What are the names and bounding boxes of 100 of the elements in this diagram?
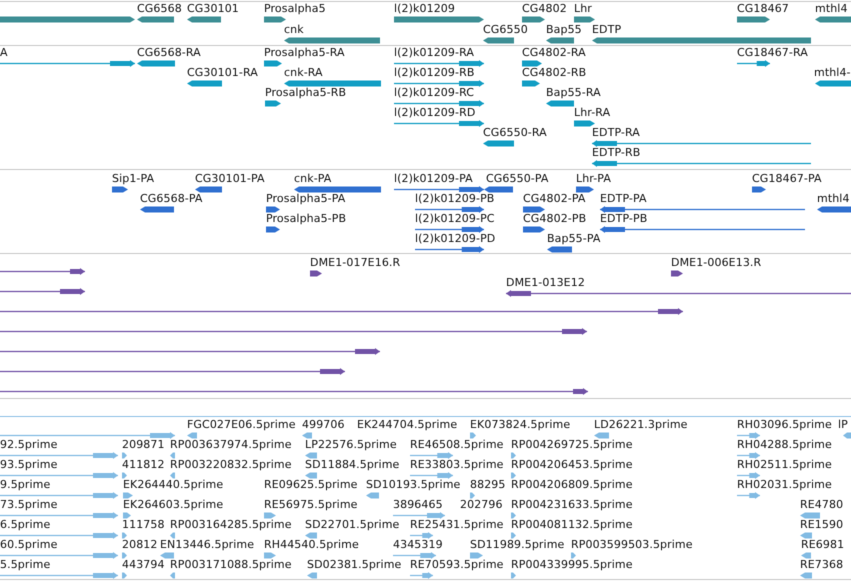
feature-label: RE09625.5prime xyxy=(264,478,358,491)
feature-label: CG4802-PA xyxy=(523,192,586,205)
feature-label: l(2)k01209-PB xyxy=(415,192,494,205)
feature-label: FGC027E06.5prime xyxy=(187,418,296,431)
feature-label: mthl4- xyxy=(814,66,851,79)
feature-label: LD26221.3prime xyxy=(594,418,688,431)
feature-label: Prosalpha5-PA xyxy=(266,192,346,205)
feature-label: CG18467-PA xyxy=(752,172,822,185)
feature-label: CG4802-PB xyxy=(523,212,586,225)
feature-label: Bap55-PA xyxy=(547,232,600,245)
feature-label: Prosalpha5-RB xyxy=(265,86,346,99)
feature-label: l(2)k01209-PC xyxy=(415,212,495,225)
feature-label: RP003164285.5prime xyxy=(170,518,292,531)
feature-label: 202796 xyxy=(460,498,503,511)
feature-label: EDTP-PA xyxy=(600,192,647,205)
feature-label: RE1590 xyxy=(800,518,844,531)
feature-label: 4345319 xyxy=(393,538,443,551)
feature-label: Lhr xyxy=(574,2,592,15)
feature-label: RP003599503.5prime xyxy=(571,538,693,551)
feature-label: RE70593.5prime xyxy=(410,558,504,571)
feature-label: RE56975.5prime xyxy=(264,498,358,511)
feature-label: CG18467 xyxy=(737,2,789,15)
feature-label: mthl4 xyxy=(815,2,848,15)
feature-label: 5.5prime xyxy=(0,558,50,571)
feature-label: 6.5prime xyxy=(0,518,50,531)
feature-label: SD10193.5prime xyxy=(366,478,460,491)
feature-label: RE7368 xyxy=(800,558,844,571)
feature-label: RH44540.5prime xyxy=(264,538,359,551)
feature-label: RE33803.5prime xyxy=(410,458,504,471)
feature-label: CG30101 xyxy=(187,2,239,15)
feature-label: RP003637974.5prime xyxy=(170,438,292,451)
feature-label: SD11989.5prime xyxy=(470,538,564,551)
feature-label: CG6550-PA xyxy=(486,172,549,185)
feature-label: RH02511.5prime xyxy=(737,458,832,471)
feature-label: mthl4 xyxy=(817,192,850,205)
feature-label: SD22701.5prime xyxy=(305,518,400,531)
feature-label: Prosalpha5-PB xyxy=(266,212,346,225)
feature-label: l(2)k01209 xyxy=(394,2,456,15)
feature-label: CG6550-RA xyxy=(483,126,547,139)
feature-label: Lhr-PA xyxy=(576,172,611,185)
feature-label: CG18467-RA xyxy=(737,46,808,59)
feature-label: l(2)k01209-RC xyxy=(394,86,474,99)
feature-label: DME1-013E12 xyxy=(506,276,585,289)
feature-label: Prosalpha5-RA xyxy=(264,46,345,59)
feature-label: l(2)k01209-RD xyxy=(394,106,476,119)
feature-label: DME1-017E16.R xyxy=(310,256,400,269)
feature-label: RH04288.5prime xyxy=(737,438,832,451)
feature-label: CG30101-RA xyxy=(187,66,258,79)
feature-label: LP22576.5prime xyxy=(305,438,397,451)
feature-label: RP004206453.5prime xyxy=(511,458,633,471)
feature-label: RH03096.5prime xyxy=(737,418,832,431)
feature-label: 499706 xyxy=(302,418,345,431)
feature-label: RP004206809.5prime xyxy=(511,478,633,491)
feature-label: RE4780 xyxy=(800,498,844,511)
feature-label: CG4802-RB xyxy=(522,66,586,79)
feature-label: CG6568-RA xyxy=(137,46,201,59)
feature-label: Lhr-RA xyxy=(574,106,610,119)
feature-label: EDTP-PB xyxy=(600,212,648,225)
feature-label: RE6981 xyxy=(801,538,844,551)
feature-label: CG6568 xyxy=(137,2,182,15)
feature-label: RP003171088.5prime xyxy=(170,558,292,571)
feature-label: EDTP-RB xyxy=(592,146,640,159)
feature-label: EK264440.5prime xyxy=(123,478,224,491)
feature-label: cnk xyxy=(284,23,304,36)
feature-label: Bap55-RA xyxy=(546,86,601,99)
feature-label: 88295 xyxy=(470,478,506,491)
feature-label: 209871 xyxy=(122,438,165,451)
feature-label: DME1-006E13.R xyxy=(671,256,762,269)
feature-label: EN13446.5prime xyxy=(160,538,254,551)
feature-label: EK073824.5prime xyxy=(470,418,570,431)
feature-label: l(2)k01209-PD xyxy=(415,232,496,245)
feature-label: CG6568-PA xyxy=(140,192,203,205)
feature-label: lP xyxy=(838,418,848,431)
feature-label: CG4802 xyxy=(522,2,567,15)
feature-label: RP004081132.5prime xyxy=(511,518,633,531)
feature-label: Bap55 xyxy=(546,23,582,36)
feature-label: RP004269725.5prime xyxy=(511,438,633,451)
feature-label: CG30101-PA xyxy=(195,172,265,185)
feature-label: l(2)k01209-RA xyxy=(394,46,474,59)
feature-label: 411812 xyxy=(122,458,165,471)
feature-label: EK264603.5prime xyxy=(123,498,224,511)
feature-label: 93.5prime xyxy=(0,458,58,471)
feature-label: RE25431.5prime xyxy=(410,518,504,531)
feature-label: 443794 xyxy=(122,558,165,571)
feature-label: RP004231633.5prime xyxy=(511,498,633,511)
feature-label: CG6550 xyxy=(483,23,528,36)
feature-label: Prosalpha5 xyxy=(264,2,326,15)
feature-label: SD02381.5prime xyxy=(307,558,402,571)
feature-label: A xyxy=(0,46,8,59)
feature-label: cnk-RA xyxy=(284,66,323,79)
feature-label: l(2)k01209-RB xyxy=(394,66,474,79)
feature-label: 3896465 xyxy=(393,498,443,511)
feature-label: EK244704.5prime xyxy=(357,418,458,431)
feature-label: RE46508.5prime xyxy=(410,438,504,451)
feature-label: 9.5prime xyxy=(0,478,50,491)
feature-label: l(2)k01209-PA xyxy=(394,172,473,185)
feature-label: 92.5prime xyxy=(0,438,58,451)
feature-label: 111758 xyxy=(122,518,165,531)
feature-label: RP004339995.5prime xyxy=(511,558,633,571)
feature-label: EDTP-RA xyxy=(592,126,640,139)
